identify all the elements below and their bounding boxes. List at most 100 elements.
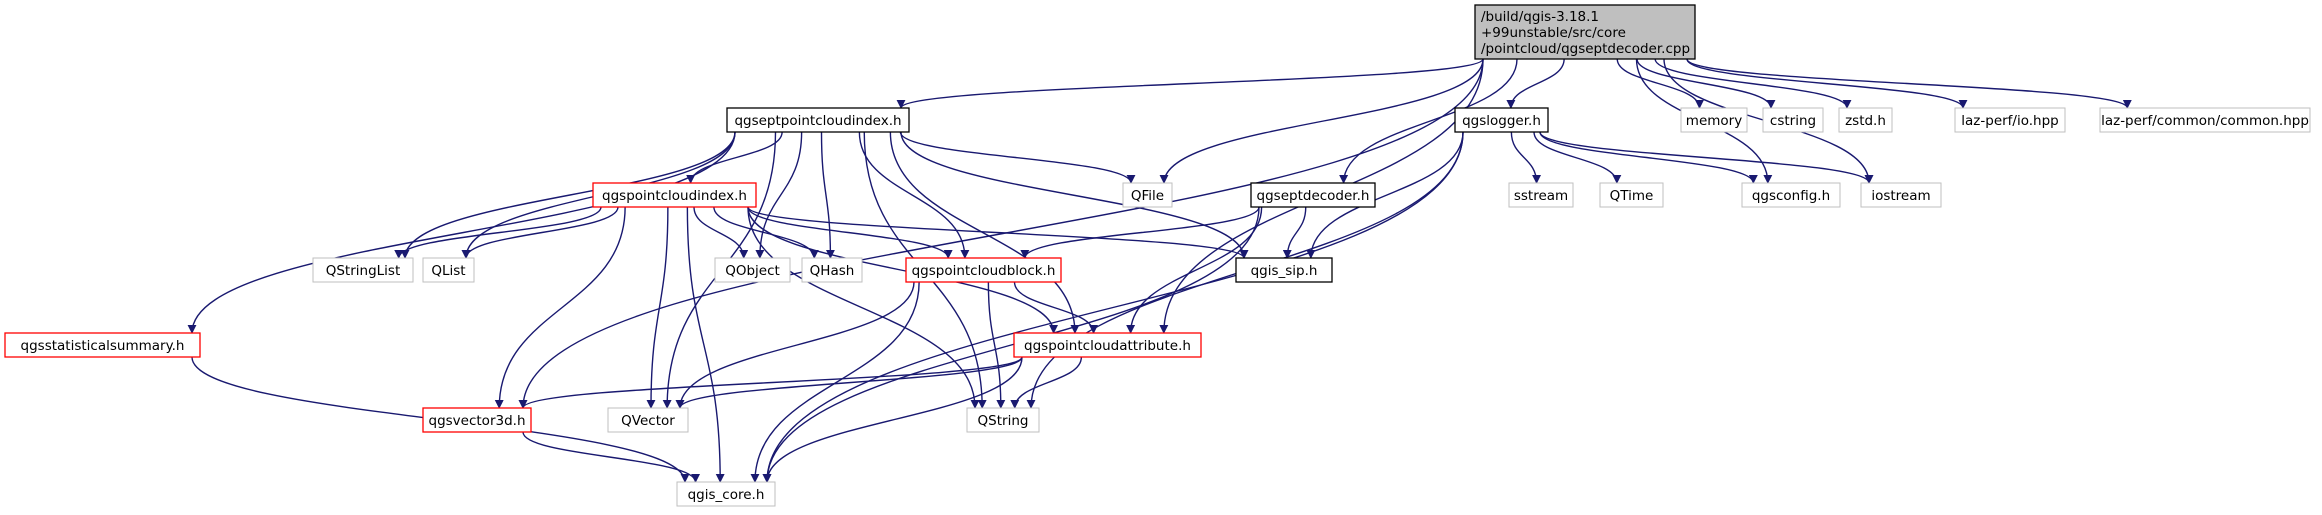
- node-box: [1741, 182, 1841, 208]
- node-qgspointcloudattribute-h[interactable]: qgspointcloudattribute.h: [1013, 332, 1202, 358]
- node-qgspointcloudindex-h[interactable]: qgspointcloudindex.h: [592, 182, 757, 208]
- node-label: qgsconfig.h: [1752, 188, 1830, 204]
- edge-qgspointcloudindex-h-to-qhash: [713, 206, 819, 259]
- edge-qgseptpointcloudindex-h-to-qfile: [899, 131, 1136, 184]
- edge-root-to-qgslogger-h: [1506, 58, 1565, 109]
- node-box: [1474, 4, 1696, 60]
- node-box: [1860, 182, 1942, 208]
- node-label: qgseptpointcloudindex.h: [734, 113, 901, 129]
- node-box: [726, 107, 910, 133]
- edge-qgspointcloudindex-h-to-qgis-sip-h: [747, 206, 1249, 259]
- edge-qgseptpointcloudindex-h-to-qgspointcloudindex-h: [686, 131, 783, 184]
- node-qfile[interactable]: QFile: [1122, 182, 1173, 208]
- node-box: [1762, 107, 1824, 133]
- node-label: cstring: [1770, 113, 1816, 129]
- node-label: qgsvector3d.h: [429, 413, 526, 429]
- node-label: QList: [431, 263, 465, 279]
- edge-root-to-memory: [1616, 58, 1704, 109]
- node-label: laz-perf/common/common.hpp: [2101, 113, 2309, 129]
- node-qgsvector3d-h[interactable]: qgsvector3d.h: [422, 407, 532, 433]
- node-box: [1235, 257, 1333, 283]
- node-label: laz-perf/io.hpp: [1961, 113, 2058, 129]
- node-label: qgspointcloudindex.h: [602, 188, 747, 204]
- node-qtime[interactable]: QTime: [1599, 182, 1664, 208]
- node-label: zstd.h: [1845, 113, 1886, 129]
- edge-qgslogger-h-to-sstream: [1510, 131, 1542, 184]
- edge-qgspointcloudblock-h-to-qgspointcloudattribute-h: [1013, 281, 1099, 334]
- node-qgsstatisticalsummary-h[interactable]: qgsstatisticalsummary.h: [4, 332, 201, 358]
- node-box: [592, 182, 757, 208]
- node-lazperf-io[interactable]: laz-perf/io.hpp: [1954, 107, 2066, 133]
- node-lazperf-common[interactable]: laz-perf/common/common.hpp: [2099, 107, 2311, 133]
- edge-qgspointcloudattribute-h-to-qstring: [1010, 356, 1083, 409]
- edge-root-to-qfile: [1159, 58, 1484, 184]
- node-box: [422, 407, 532, 433]
- edge-root-to-qgseptpointcloudindex-h: [896, 58, 1484, 109]
- edge-qgspointcloudindex-h-to-qstringlist: [394, 206, 602, 259]
- edge-qgspointcloudindex-h-to-qvector: [646, 206, 669, 409]
- node-memory[interactable]: memory: [1680, 107, 1748, 133]
- node-label: qgsstatisticalsummary.h: [21, 338, 185, 354]
- nodes-layer: /build/qgis-3.18.1+99unstable/src/core/p…: [4, 4, 2311, 507]
- node-label: QHash: [810, 263, 855, 279]
- edge-qgseptpointcloudindex-h-to-qobject: [755, 131, 803, 259]
- node-box: [676, 481, 776, 507]
- node-root[interactable]: /build/qgis-3.18.1+99unstable/src/core/p…: [1474, 4, 1696, 60]
- node-zstd-h[interactable]: zstd.h: [1838, 107, 1893, 133]
- edge-qgslogger-h-to-iostream: [1539, 131, 1874, 184]
- node-label: qgspointcloudblock.h: [912, 263, 1056, 279]
- edge-root-to-lazperf-io: [1686, 58, 1968, 109]
- node-qgseptdecoder-h[interactable]: qgseptdecoder.h: [1250, 182, 1376, 208]
- node-qlist[interactable]: QList: [422, 257, 475, 283]
- node-box: [1838, 107, 1893, 133]
- node-box: [422, 257, 475, 283]
- node-box: [714, 257, 791, 283]
- node-qvector[interactable]: QVector: [607, 407, 689, 433]
- node-box: [1250, 182, 1376, 208]
- node-box: [905, 257, 1062, 283]
- node-box: [2099, 107, 2311, 133]
- node-qobject[interactable]: QObject: [714, 257, 791, 283]
- edge-qgspointcloudindex-h-to-qgspointcloudblock-h: [747, 206, 953, 259]
- node-label: QTime: [1610, 188, 1654, 204]
- edge-qgseptdecoder-h-to-qgspointcloudblock-h: [1020, 206, 1260, 259]
- node-label: qgis_core.h: [688, 487, 765, 503]
- node-qstring[interactable]: QString: [966, 407, 1040, 433]
- node-box: [4, 332, 201, 358]
- node-box: [312, 257, 414, 283]
- edge-qgspointcloudindex-h-to-qgspointcloudattribute-h: [747, 206, 1059, 334]
- node-cstring[interactable]: cstring: [1762, 107, 1824, 133]
- node-box: [1454, 107, 1549, 133]
- node-label: /pointcloud/qgseptdecoder.cpp: [1481, 41, 1690, 57]
- node-box: [1013, 332, 1202, 358]
- node-box: [607, 407, 689, 433]
- edge-qgspointcloudattribute-h-to-qvector: [675, 356, 1023, 409]
- node-qgspointcloudblock-h[interactable]: qgspointcloudblock.h: [905, 257, 1062, 283]
- node-qhash[interactable]: QHash: [801, 257, 863, 283]
- edge-qgseptdecoder-h-to-qgis-core-h: [762, 206, 1260, 483]
- node-box: [1680, 107, 1748, 133]
- edge-qgspointcloudindex-h-to-qgis-core-h: [686, 206, 725, 483]
- node-label: QObject: [725, 263, 780, 279]
- node-iostream[interactable]: iostream: [1860, 182, 1942, 208]
- node-box: [801, 257, 863, 283]
- node-label: +99unstable/src/core: [1481, 25, 1626, 41]
- node-qgseptpointcloudindex-h[interactable]: qgseptpointcloudindex.h: [726, 107, 910, 133]
- edge-root-to-qgseptdecoder-h: [1339, 58, 1518, 184]
- edge-qgseptpointcloudindex-h-to-qgsstatisticalsummary-h: [187, 131, 736, 334]
- node-qgis-sip-h[interactable]: qgis_sip.h: [1235, 257, 1333, 283]
- node-qgslogger-h[interactable]: qgslogger.h: [1454, 107, 1549, 133]
- node-label: QString: [978, 413, 1029, 429]
- node-qstringlist[interactable]: QStringList: [312, 257, 414, 283]
- node-sstream[interactable]: sstream: [1508, 182, 1574, 208]
- edge-qgspointcloudindex-h-to-qlist: [461, 206, 619, 259]
- node-qgsconfig-h[interactable]: qgsconfig.h: [1741, 182, 1841, 208]
- node-box: [966, 407, 1040, 433]
- node-label: qgslogger.h: [1462, 113, 1541, 129]
- node-label: /build/qgis-3.18.1: [1481, 9, 1599, 25]
- edge-qgspointcloudindex-h-to-qgsvector3d-h: [494, 206, 626, 409]
- node-qgis-core-h[interactable]: qgis_core.h: [676, 481, 776, 507]
- node-box: [1122, 182, 1173, 208]
- edge-root-to-lazperf-common: [1686, 58, 2132, 109]
